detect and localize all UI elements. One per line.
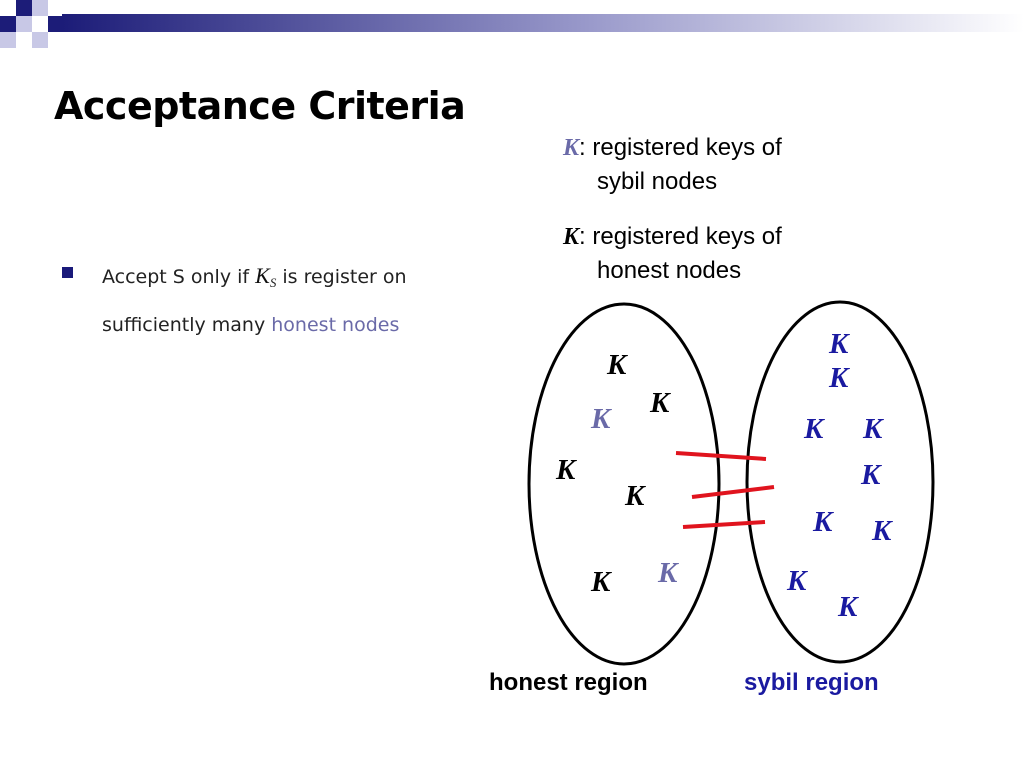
bullet-k-subscript: S [269, 275, 277, 290]
attack-edge [682, 520, 766, 529]
bullet-k-symbol: K [255, 263, 270, 288]
slide-title: Acceptance Criteria [54, 84, 466, 128]
sybil-key: K [860, 459, 882, 491]
honest-key: K [624, 480, 646, 512]
honest-key: K [555, 454, 577, 486]
gradient-bar [62, 14, 1024, 32]
bullet-item: Accept S only if KS is register on suffi… [62, 254, 482, 347]
honest-region-label: honest region [489, 669, 648, 696]
legend-sybil-line2: sybil nodes [597, 168, 718, 195]
legend-honest-keys: K: registered keys of honest nodes [563, 220, 782, 288]
legend-sybil-k-symbol: K [563, 135, 580, 161]
sybil-key-in-honest: K [590, 403, 612, 435]
sybil-key: K [828, 362, 850, 394]
attack-edge [675, 451, 767, 461]
sybil-keys: K K K K K K K K K [786, 328, 893, 623]
legend-honest-k-symbol: K [563, 224, 580, 250]
bullet-text-after: is register on [276, 266, 407, 288]
bullet-square-icon [62, 267, 73, 278]
sybil-key: K [828, 328, 850, 360]
bullet-honest-nodes-text: honest nodes [271, 314, 400, 336]
sybil-key-in-honest: K [657, 557, 679, 589]
title-bar-decoration [0, 0, 1024, 48]
legend-sybil-line1: : registered keys of [579, 134, 782, 161]
sybil-key: K [871, 515, 893, 547]
legend-honest-line2: honest nodes [597, 257, 742, 284]
checker-squares-icon [0, 0, 62, 48]
attack-edge [691, 485, 775, 499]
sybil-key: K [812, 506, 834, 538]
sybil-key: K [803, 413, 825, 445]
honest-key: K [590, 566, 612, 598]
sybil-key: K [862, 413, 884, 445]
attack-edges [675, 451, 775, 529]
honest-region-ellipse [527, 302, 721, 666]
honest-key: K [606, 349, 628, 381]
honest-keys: K K K K K K K [555, 349, 679, 598]
sybil-region-ellipse [745, 300, 935, 664]
honest-key: K [649, 387, 671, 419]
bullet-list: Accept S only if KS is register on suffi… [62, 254, 482, 347]
bullet-line2-text: sufficiently many [102, 314, 272, 336]
bullet-text-before: Accept S only if [102, 266, 256, 288]
legend-sybil-keys: K: registered keys of sybil nodes [563, 131, 782, 199]
sybil-region-label: sybil region [744, 669, 879, 696]
sybil-key: K [786, 565, 808, 597]
legend-honest-line1: : registered keys of [579, 223, 782, 250]
sybil-key: K [837, 591, 859, 623]
